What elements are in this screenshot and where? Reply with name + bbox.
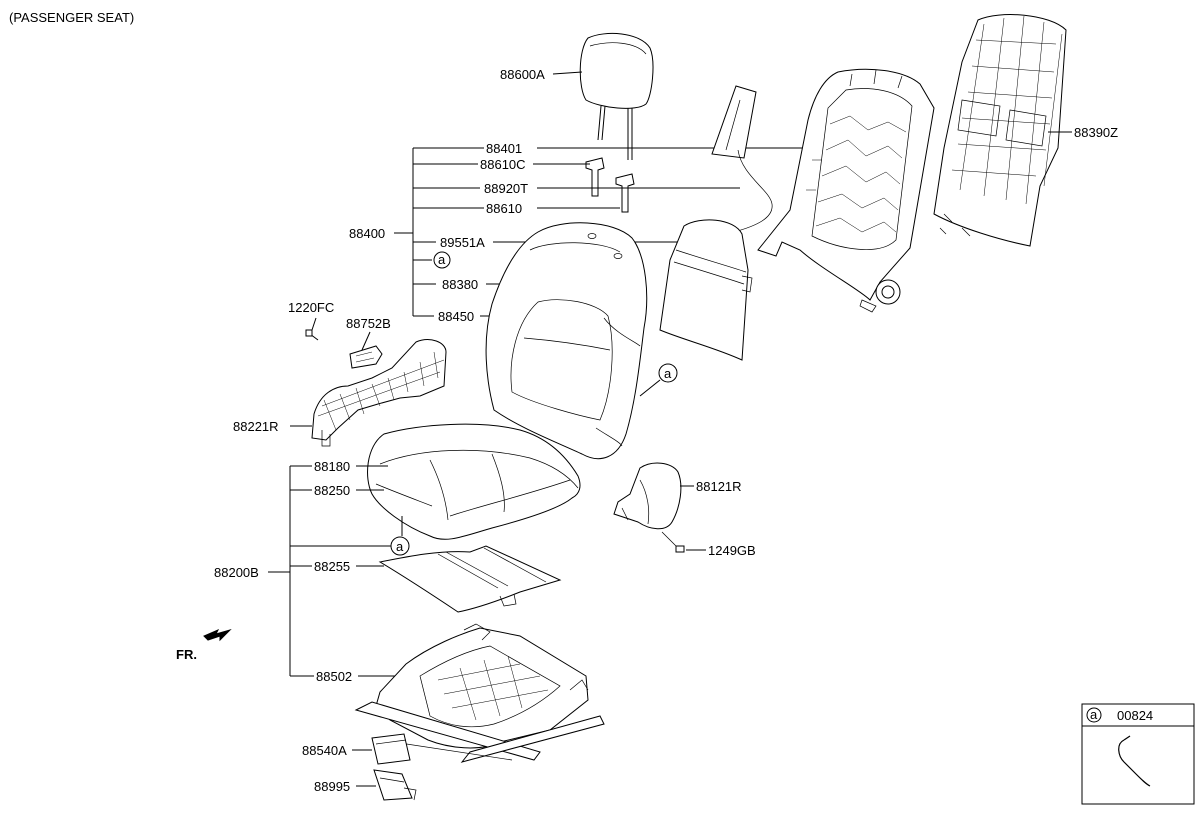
label-88600A: 88600A	[500, 67, 545, 82]
label-88450: 88450	[438, 309, 474, 324]
legend-box: a 00824	[1081, 703, 1195, 805]
switch-knob-88752B	[349, 345, 383, 369]
callout-marker-a-cushion: a	[390, 536, 410, 556]
module-88540A	[371, 733, 411, 765]
clip-icon	[1118, 739, 1151, 787]
svg-text:a: a	[664, 366, 672, 381]
leader-1220FC	[311, 317, 317, 331]
label-89551A: 89551A	[440, 235, 485, 250]
screw-1220FC	[305, 329, 319, 341]
callout-marker-a: a	[433, 251, 451, 269]
front-direction-label: FR.	[176, 647, 197, 662]
label-88200B: 88200B	[214, 565, 259, 580]
front-arrow-icon	[203, 628, 232, 642]
label-88920T: 88920T	[484, 181, 528, 196]
label-88540A: 88540A	[302, 743, 347, 758]
svg-text:a: a	[438, 252, 446, 267]
leader-88752B	[361, 331, 371, 351]
seat-cushion-frame-88502	[354, 623, 605, 763]
label-1249GB: 1249GB	[708, 543, 756, 558]
label-88221R: 88221R	[233, 419, 279, 434]
seatback-cover-88380	[485, 222, 648, 460]
label-88502: 88502	[316, 669, 352, 684]
svg-text:a: a	[396, 539, 404, 554]
back-board-88390Z	[933, 14, 1067, 247]
legend-marker-a: a	[1086, 707, 1102, 723]
label-88752B: 88752B	[346, 316, 391, 331]
diagram-title: (PASSENGER SEAT)	[9, 10, 134, 25]
label-88401: 88401	[486, 141, 522, 156]
seatback-pad-89551A	[659, 219, 753, 361]
seat-cushion-cover-88180	[367, 423, 581, 540]
side-cover-88121R	[613, 462, 682, 530]
label-88610: 88610	[486, 201, 522, 216]
bracket-88200B	[268, 465, 392, 677]
module-88995	[373, 769, 417, 801]
svg-text:a: a	[1090, 707, 1098, 722]
label-88995: 88995	[314, 779, 350, 794]
side-shield-88221R	[311, 339, 447, 447]
label-88380: 88380	[442, 277, 478, 292]
headrest-guide-parts	[585, 157, 635, 213]
label-88180: 88180	[314, 459, 350, 474]
label-88255: 88255	[314, 559, 350, 574]
legend-part-number: 00824	[1117, 708, 1153, 723]
screw-1249GB	[661, 531, 685, 553]
label-1220FC: 1220FC	[288, 300, 334, 315]
label-88121R: 88121R	[696, 479, 742, 494]
label-88390Z: 88390Z	[1074, 125, 1118, 140]
seatback-frame	[757, 68, 935, 313]
headrest-part	[579, 32, 654, 160]
label-88400: 88400	[349, 226, 385, 241]
callout-marker-a-back: a	[639, 363, 678, 397]
label-88250: 88250	[314, 483, 350, 498]
side-airbag-module	[711, 85, 773, 233]
bracket-88400	[394, 147, 484, 317]
label-88610C: 88610C	[480, 157, 526, 172]
cushion-heater-88255	[378, 545, 562, 613]
leader-88600A	[552, 71, 583, 75]
